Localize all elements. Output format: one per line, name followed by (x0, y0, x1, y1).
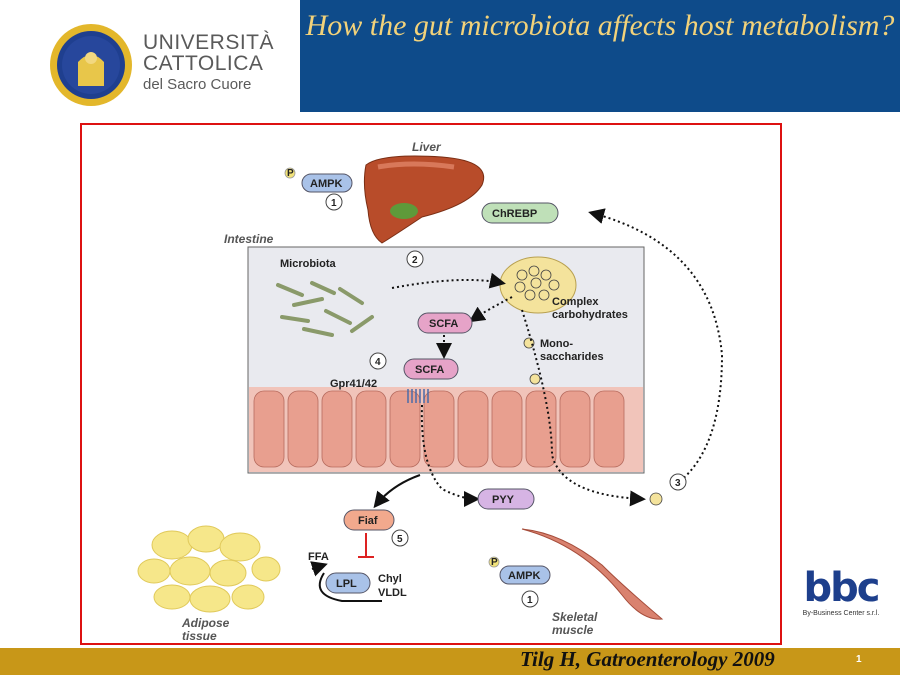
intestine-label: Intestine (224, 232, 274, 246)
arrow-carbs-to-scfa (468, 296, 513, 323)
chyl-label: Chyl (378, 573, 402, 585)
university-seal (50, 24, 132, 106)
ampk-muscle-text: AMPK (508, 570, 540, 582)
arrow-to-chrebp (588, 208, 724, 488)
step-4: 4 (375, 357, 381, 368)
phospho-badge: P (287, 168, 294, 179)
step-3: 3 (675, 478, 681, 489)
gpr-label: Gpr41/42 (330, 378, 377, 390)
scfa-2-text: SCFA (415, 364, 444, 376)
vldl-label: VLDL (378, 587, 407, 599)
step-1a: 1 (331, 198, 337, 209)
footer-band (0, 648, 900, 675)
logo-line-2: CATTOLICA (143, 52, 264, 75)
slide-title: How the gut microbiota affects host meta… (305, 9, 895, 42)
step-badge-3: 3 (669, 473, 687, 491)
bbc-logo-text: bbc (803, 565, 881, 611)
arrow-microbiota-to-carbs (391, 272, 506, 289)
scfa-pill-2: SCFA (403, 358, 459, 380)
adipose-tissue (137, 525, 281, 613)
citation: Tilg H, Gatroenterology 2009 (520, 647, 775, 671)
fiaf-text: Fiaf (358, 515, 378, 527)
university-logo: UNIVERSITÀ CATTOLICA del Sacro Cuore (48, 20, 278, 110)
monosaccharides-label: Mono-saccharides (540, 338, 604, 363)
bbc-logo-subtitle: By-Business Center s.r.l. (802, 610, 880, 617)
chrebp-text: ChREBP (492, 208, 537, 220)
ampk-muscle-pill: P AMPK (488, 556, 551, 585)
arrow-to-fiaf (373, 474, 421, 509)
pyy-text: PYY (492, 494, 515, 506)
step-badge-1-muscle: 1 (521, 590, 539, 608)
step-2: 2 (412, 255, 418, 266)
gut-microbiota-diagram: Liver P AMPK 1 ChREBP Intestine (137, 140, 724, 643)
step-badge-2: 2 (406, 250, 424, 268)
liver-label: Liver (412, 140, 442, 154)
logo-line-3: del Sacro Cuore (143, 76, 252, 93)
step-badge-5: 5 (391, 529, 409, 547)
arrow-ffa (310, 561, 328, 577)
logo-line-1: UNIVERSITÀ (143, 31, 275, 54)
lpl-pill: LPL (325, 572, 371, 594)
page-number: 1 (856, 654, 862, 665)
skeletal-muscle (521, 528, 664, 620)
fiaf-inhibition (358, 533, 374, 558)
header-band (300, 0, 900, 112)
chrebp-pill: ChREBP (481, 202, 559, 224)
step-1b: 1 (527, 595, 533, 606)
arrow-mono-to-circulation (521, 309, 646, 507)
scfa-pill-1: SCFA (417, 312, 473, 334)
scfa-1-text: SCFA (429, 318, 458, 330)
phospho-badge-2: P (491, 557, 498, 568)
microbiota-cluster (276, 281, 374, 337)
microbiota-label: Microbiota (280, 258, 336, 270)
step-badge-1-liver: 1 (325, 193, 343, 211)
ampk-liver-pill: P AMPK (284, 167, 353, 193)
university-name: UNIVERSITÀ CATTOLICA del Sacro Cuore (143, 32, 274, 95)
liver (363, 155, 484, 244)
lpl-text: LPL (336, 578, 357, 590)
intestinal-epithelium (249, 387, 643, 472)
lpl-loop (318, 572, 382, 602)
fiaf-pill: Fiaf (343, 509, 395, 531)
bbc-logo: bbc By-Business Center s.r.l. (787, 566, 895, 622)
step-5: 5 (397, 534, 403, 545)
ampk-liver-text: AMPK (310, 178, 342, 190)
step-badge-4: 4 (369, 352, 387, 370)
monosaccharide-circulating (649, 492, 663, 506)
ffa-label: FFA (308, 551, 329, 563)
gpr41-42-receptor (407, 389, 429, 403)
pyy-pill: PYY (477, 488, 535, 510)
